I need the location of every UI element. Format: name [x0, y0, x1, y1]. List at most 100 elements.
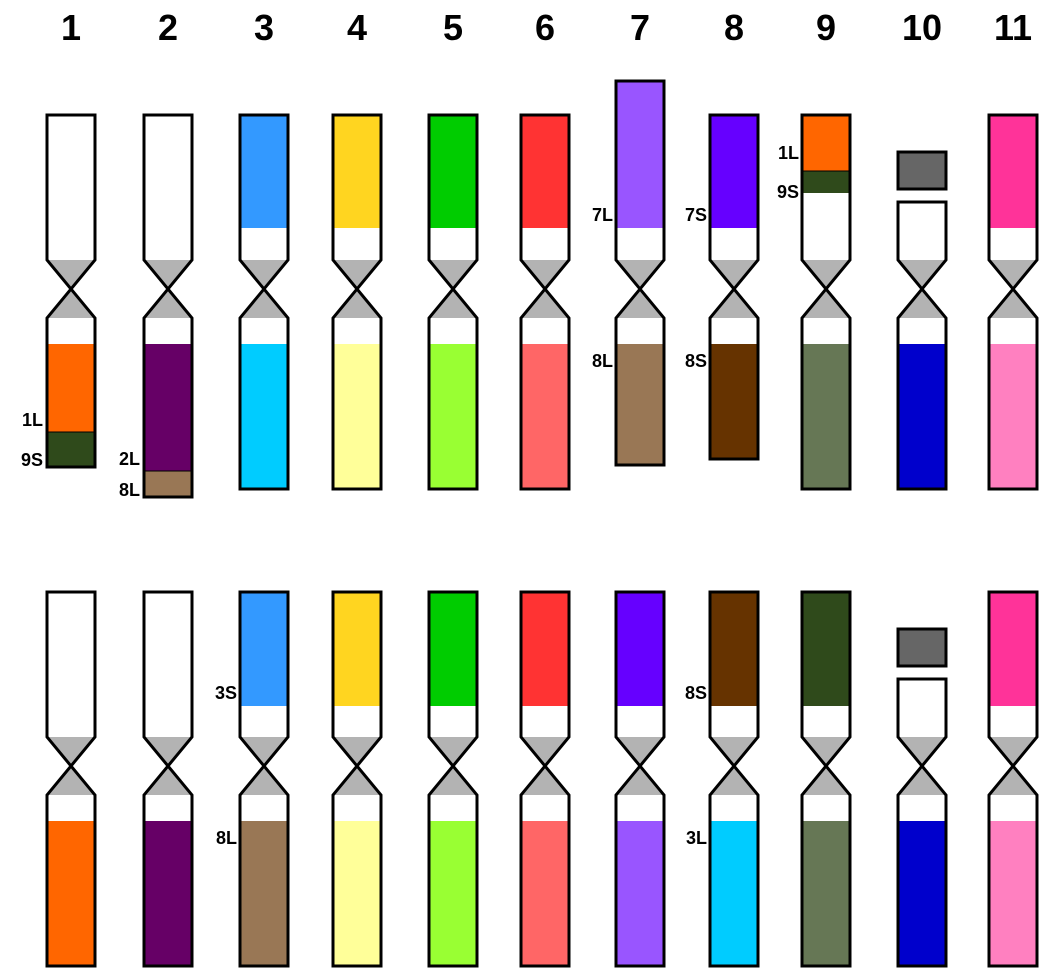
q-arm-segment [710, 821, 758, 966]
centromere-upper [144, 737, 192, 766]
centromere-upper [989, 260, 1037, 290]
chromosome-outline [614, 79, 666, 467]
p-arm-segment [521, 115, 569, 228]
centromere-lower [616, 766, 664, 795]
column-number: 2 [158, 7, 178, 48]
centromere-lower [521, 290, 569, 318]
chromosome [142, 590, 194, 968]
chromosome-outline [238, 113, 290, 491]
chromosome-outline [519, 590, 571, 968]
q-arm-segment [898, 821, 946, 966]
centromere-upper [240, 737, 288, 766]
chromosome [987, 113, 1039, 491]
segment-label: 8S [685, 683, 707, 703]
q-arm-segment [802, 344, 850, 489]
centromere-lower [429, 766, 477, 795]
p-arm-segment [989, 115, 1037, 228]
q-arm-segment [616, 344, 664, 465]
column-number: 9 [816, 7, 836, 48]
segment-label: 8L [216, 828, 237, 848]
centromere-upper [521, 737, 569, 766]
q-arm-segment [333, 821, 381, 966]
q-arm-segment [429, 821, 477, 966]
column-number: 10 [902, 7, 942, 48]
chromosome-outline [142, 590, 194, 968]
q-arm-segment [240, 821, 288, 966]
column-number: 8 [724, 7, 744, 48]
chromosome-outline [800, 590, 852, 968]
chromosome [427, 590, 479, 968]
q-arm-segment [429, 344, 477, 489]
centromere-lower [802, 290, 850, 318]
chromosome: 8S 3L [685, 590, 760, 968]
centromere-lower [47, 290, 95, 318]
q-arm-segment [710, 344, 758, 459]
segment-label: 7L [592, 205, 613, 225]
centromere-upper [802, 737, 850, 766]
centromere-upper [429, 260, 477, 290]
centromere-lower [802, 766, 850, 795]
chromosome-outline [708, 113, 760, 461]
p-arm-segment [898, 679, 946, 706]
p-arm-segment [989, 592, 1037, 706]
chromosome [331, 113, 383, 491]
centromere-lower [240, 766, 288, 795]
centromere-upper [429, 737, 477, 766]
chromosome [987, 590, 1039, 968]
centromere-upper [333, 737, 381, 766]
p-arm-segment [898, 202, 946, 228]
centromere-upper [521, 260, 569, 290]
p-arm-segment [710, 592, 758, 706]
segment-label: 9S [21, 450, 43, 470]
segment-label: 9S [777, 182, 799, 202]
chromosome-outline [45, 590, 97, 968]
chromosome-outline [142, 113, 194, 499]
p-arm-segment [144, 592, 192, 706]
q-arm-segment [989, 821, 1037, 966]
segment-label: 8S [685, 351, 707, 371]
q-arm-segment [521, 344, 569, 489]
centromere-lower [521, 766, 569, 795]
segment-label: 1L [778, 143, 799, 163]
q-arm-segment [47, 821, 95, 966]
q-arm-segment [616, 821, 664, 966]
centromere-upper [240, 260, 288, 290]
chromosome [45, 590, 97, 968]
chromosome [238, 113, 290, 491]
chromosome-outline [427, 113, 479, 491]
column-number: 6 [535, 7, 555, 48]
centromere-upper [898, 737, 946, 766]
centromere-lower [144, 290, 192, 318]
centromere-upper [47, 260, 95, 290]
p-arm-segment [240, 115, 288, 228]
chromosome [427, 113, 479, 491]
p-arm-segment [802, 115, 850, 171]
column-number: 7 [630, 7, 650, 48]
q-arm-segment [47, 432, 95, 467]
centromere-upper [144, 260, 192, 290]
segment-label: 7S [685, 205, 707, 225]
chromosome [519, 113, 571, 491]
chromosome: 7S 8S [685, 113, 760, 461]
centromere-lower [898, 290, 946, 318]
centromere-lower [429, 290, 477, 318]
centromere-upper [710, 260, 758, 290]
segment-label: 8L [119, 480, 140, 500]
centromere-lower [989, 766, 1037, 795]
chromosome-outline [987, 590, 1039, 968]
segment-label: 3L [686, 828, 707, 848]
q-arm-segment [898, 344, 946, 489]
chromosome [896, 150, 948, 491]
segment-label: 2L [119, 449, 140, 469]
centromere-upper [616, 737, 664, 766]
centromere-lower [333, 290, 381, 318]
chromosome: 1L 9S [777, 113, 852, 491]
p-arm-segment [616, 592, 664, 706]
chromosome-outline [800, 113, 852, 491]
